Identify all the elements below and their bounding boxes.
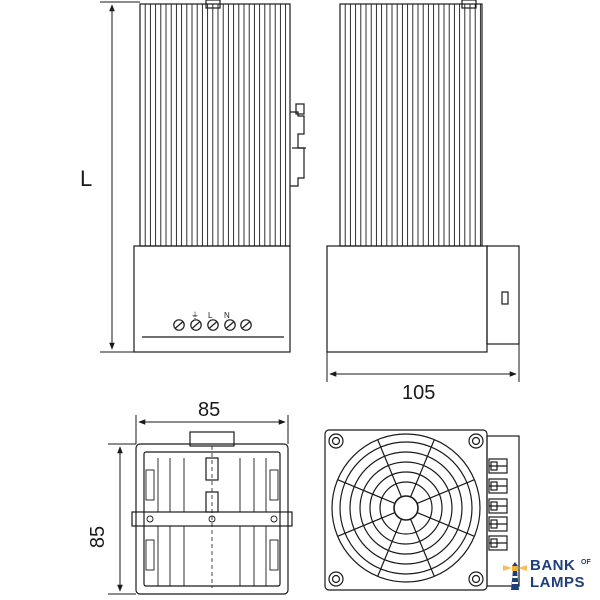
fan-frame bbox=[324, 429, 488, 591]
width-dimension bbox=[135, 415, 289, 444]
rib-block bbox=[145, 539, 155, 571]
corner-screw-inner bbox=[471, 574, 481, 584]
rib-block bbox=[269, 469, 279, 501]
guard-hub bbox=[393, 495, 419, 521]
guard-spoke bbox=[337, 479, 396, 504]
fan-guard bbox=[331, 433, 481, 583]
height-dimension bbox=[108, 443, 136, 595]
front-heatsink bbox=[139, 3, 291, 247]
guard-spoke bbox=[416, 479, 475, 504]
guard-spoke bbox=[377, 439, 402, 498]
depth-dimension bbox=[326, 344, 520, 382]
guard-ring bbox=[369, 471, 443, 545]
connector-pin bbox=[490, 461, 498, 471]
guard-ring bbox=[349, 451, 463, 565]
side-housing bbox=[326, 245, 488, 353]
corner-screw-inner bbox=[331, 436, 341, 446]
fan-view bbox=[324, 429, 520, 591]
guard-spoke bbox=[410, 518, 435, 577]
connector-pin bbox=[490, 481, 498, 491]
watermark-line1: BANK bbox=[530, 557, 576, 574]
terminal-slot bbox=[209, 321, 217, 329]
corner-screw bbox=[468, 571, 484, 587]
fan-connectors bbox=[488, 458, 508, 551]
corner-screw bbox=[328, 433, 344, 449]
terminal-screw bbox=[173, 319, 185, 331]
terminal-screw bbox=[224, 319, 236, 331]
connector-pin bbox=[490, 519, 498, 529]
corner-screw-inner bbox=[331, 574, 341, 584]
side-heatsink-fins bbox=[344, 4, 481, 246]
terminal-slot bbox=[226, 321, 234, 329]
din-clip-front bbox=[290, 111, 305, 187]
length-label: L bbox=[80, 166, 92, 191]
side-view bbox=[326, 0, 520, 353]
fan-corner-screws bbox=[328, 433, 484, 587]
guard-spoke bbox=[377, 518, 402, 577]
side-clip bbox=[486, 245, 520, 345]
guard-spoke bbox=[410, 439, 435, 498]
terminal-screw bbox=[240, 319, 252, 331]
watermark-of: OF bbox=[581, 559, 591, 566]
terminal-screw bbox=[190, 319, 202, 331]
terminal-neutral-label: N bbox=[224, 311, 230, 320]
corner-screw bbox=[468, 433, 484, 449]
side-heatsink bbox=[339, 3, 483, 247]
front-top-tab bbox=[205, 0, 221, 9]
corner-screw bbox=[328, 571, 344, 587]
width-label: 85 bbox=[198, 399, 220, 421]
fan-side-block bbox=[486, 435, 520, 587]
length-dimension bbox=[100, 1, 140, 353]
guard-ring bbox=[339, 441, 473, 575]
rail-hole bbox=[208, 515, 216, 523]
top-section-view bbox=[131, 431, 293, 595]
terminal-slot bbox=[242, 321, 250, 329]
front-housing bbox=[133, 245, 291, 353]
guard-spoke bbox=[416, 512, 475, 537]
lighthouse-icon bbox=[503, 562, 527, 590]
terminal-line-label: L bbox=[208, 311, 213, 320]
rail-hole bbox=[270, 515, 278, 523]
rail-hole bbox=[146, 515, 154, 523]
depth-label: 105 bbox=[402, 382, 435, 404]
height-label: 85 bbox=[87, 526, 109, 548]
connector-pin bbox=[490, 501, 498, 511]
guard-ring bbox=[331, 433, 481, 583]
terminal-block bbox=[173, 319, 252, 331]
guard-ring bbox=[359, 461, 453, 555]
terminal-slot bbox=[175, 321, 183, 329]
guard-spoke bbox=[337, 512, 396, 537]
terminal-screw bbox=[207, 319, 219, 331]
front-view bbox=[133, 0, 306, 353]
section-outer bbox=[135, 443, 289, 595]
watermark-line2: LAMPS bbox=[530, 574, 585, 591]
rib-block bbox=[145, 469, 155, 501]
corner-screw-inner bbox=[471, 436, 481, 446]
guard-ring bbox=[379, 481, 433, 535]
rib-block bbox=[269, 539, 279, 571]
terminal-ground-label: ⏚ bbox=[191, 311, 199, 320]
section-ribs bbox=[145, 458, 279, 586]
front-heatsink-fins bbox=[144, 4, 287, 246]
watermark: BANK OF LAMPS bbox=[500, 556, 600, 596]
terminal-slot bbox=[192, 321, 200, 329]
connector-pin bbox=[490, 538, 498, 548]
